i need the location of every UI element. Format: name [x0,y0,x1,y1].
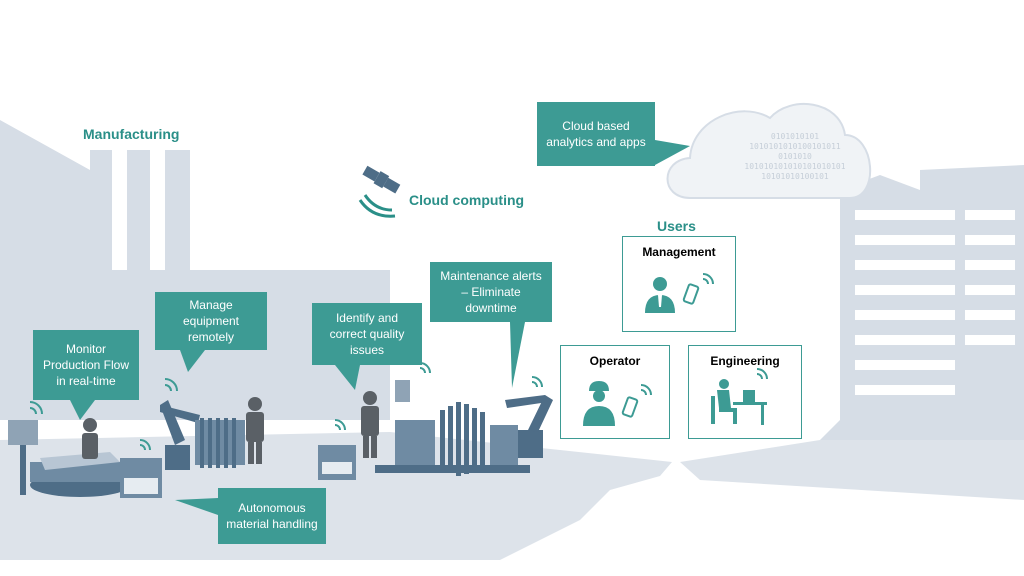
callout-cloud: Cloud based analytics and apps [537,102,655,166]
person-figure [246,397,264,464]
ground-right [680,430,1024,500]
person-figure [82,418,98,459]
manufacturing-heading: Manufacturing [83,126,180,142]
callout-pointer [510,322,525,388]
callout-autonomous: Autonomous material handling [218,488,326,544]
turbine-machine [375,380,530,476]
user-management-box: Management [622,236,736,332]
callout-quality: Identify and correct quality issues [312,303,422,365]
office-building [820,165,1024,440]
user-engineering-label: Engineering [710,354,780,368]
binary-line: 0101010 [778,152,812,161]
user-engineering-box: Engineering [688,345,802,439]
agv-robot [318,445,356,480]
user-management-label: Management [642,245,716,259]
callout-pointer [335,365,360,390]
engineer-desk-icon [711,368,768,425]
users-heading: Users [657,218,696,234]
callout-pointer [180,350,205,372]
businessman-icon [645,273,714,313]
robot-arm-icon [505,395,553,458]
satellite-icon [362,165,401,194]
binary-data: 0101010101 1010101010100101011 0101010 1… [735,132,855,182]
binary-line: 1010101010100101011 [749,142,841,151]
person-figure [361,391,379,458]
user-operator-label: Operator [589,354,641,368]
cloud-computing-heading: Cloud computing [409,192,525,208]
callout-monitor: Monitor Production Flow in real-time [33,330,139,400]
user-operator-box: Operator [560,345,670,439]
binary-line: 101010101010101010101 [744,162,846,171]
robot-arm-icon [160,400,200,470]
callout-maintenance: Maintenance alerts – Eliminate downtime [430,262,552,322]
binary-line: 10101010100101 [761,172,829,181]
callout-pointer [175,498,218,515]
monitor-station [8,420,130,497]
cloud-icon [666,103,871,199]
callout-pointer [70,400,95,420]
production-machine [195,418,245,468]
worker-icon [583,381,652,426]
callout-pointer [655,140,690,165]
agv-robot [120,458,162,498]
callout-manage: Manage equipment remotely [155,292,267,350]
binary-line: 0101010101 [770,132,820,141]
wifi-icon [29,362,543,451]
